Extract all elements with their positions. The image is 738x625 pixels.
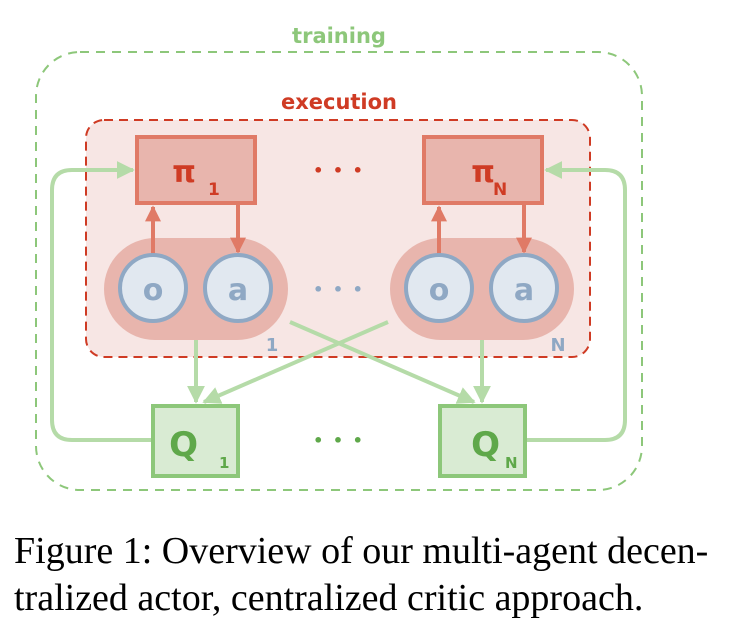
policy-ellipsis: • • • bbox=[313, 161, 365, 180]
policy-subscript-1: 1 bbox=[208, 180, 220, 200]
act-node-1 bbox=[203, 253, 273, 323]
training-label: training bbox=[292, 24, 386, 48]
critic-symbol-N: Q bbox=[471, 425, 500, 465]
agentN-to-critic1-arrow bbox=[202, 320, 389, 404]
policy-subscript-N: N bbox=[493, 180, 507, 200]
obs-node-1 bbox=[118, 253, 188, 323]
act-label-N: a bbox=[514, 273, 534, 308]
execution-label: execution bbox=[281, 90, 397, 114]
caption-line-2: tralized actor, centralized critic appro… bbox=[14, 577, 644, 619]
architecture-diagram: training execution π 1 π N • • • o a 1 o… bbox=[35, 24, 643, 491]
obs-node-N bbox=[404, 253, 474, 323]
policy-box-1 bbox=[135, 135, 257, 205]
criticN-to-policyN-arrow bbox=[526, 161, 627, 442]
critic-subscript-N: N bbox=[505, 454, 518, 472]
critic-subscript-1: 1 bbox=[219, 454, 229, 472]
agent1-to-criticN-arrow bbox=[289, 320, 476, 404]
critic-box-N bbox=[438, 404, 527, 478]
policy-symbol-1: π bbox=[172, 155, 196, 190]
agent-index-1: 1 bbox=[266, 335, 279, 356]
agent-ellipsis: • • • bbox=[313, 280, 365, 299]
policy-symbol-N: π bbox=[471, 155, 495, 190]
figure-caption: Figure 1: Overview of our multi-agent de… bbox=[14, 528, 734, 622]
critic-box-1 bbox=[151, 404, 240, 478]
obs-label-N: o bbox=[429, 273, 450, 308]
agent-index-N: N bbox=[550, 335, 565, 356]
act-label-1: a bbox=[228, 273, 248, 308]
critic1-to-policy1-arrow bbox=[50, 161, 152, 442]
training-boundary bbox=[35, 51, 643, 491]
policy-box-N bbox=[422, 135, 544, 205]
obs-label-1: o bbox=[143, 273, 164, 308]
act-node-N bbox=[489, 253, 559, 323]
critic-symbol-1: Q bbox=[169, 425, 198, 465]
critic-ellipsis: • • • bbox=[313, 431, 365, 450]
caption-line-1: Figure 1: Overview of our multi-agent de… bbox=[14, 530, 709, 572]
